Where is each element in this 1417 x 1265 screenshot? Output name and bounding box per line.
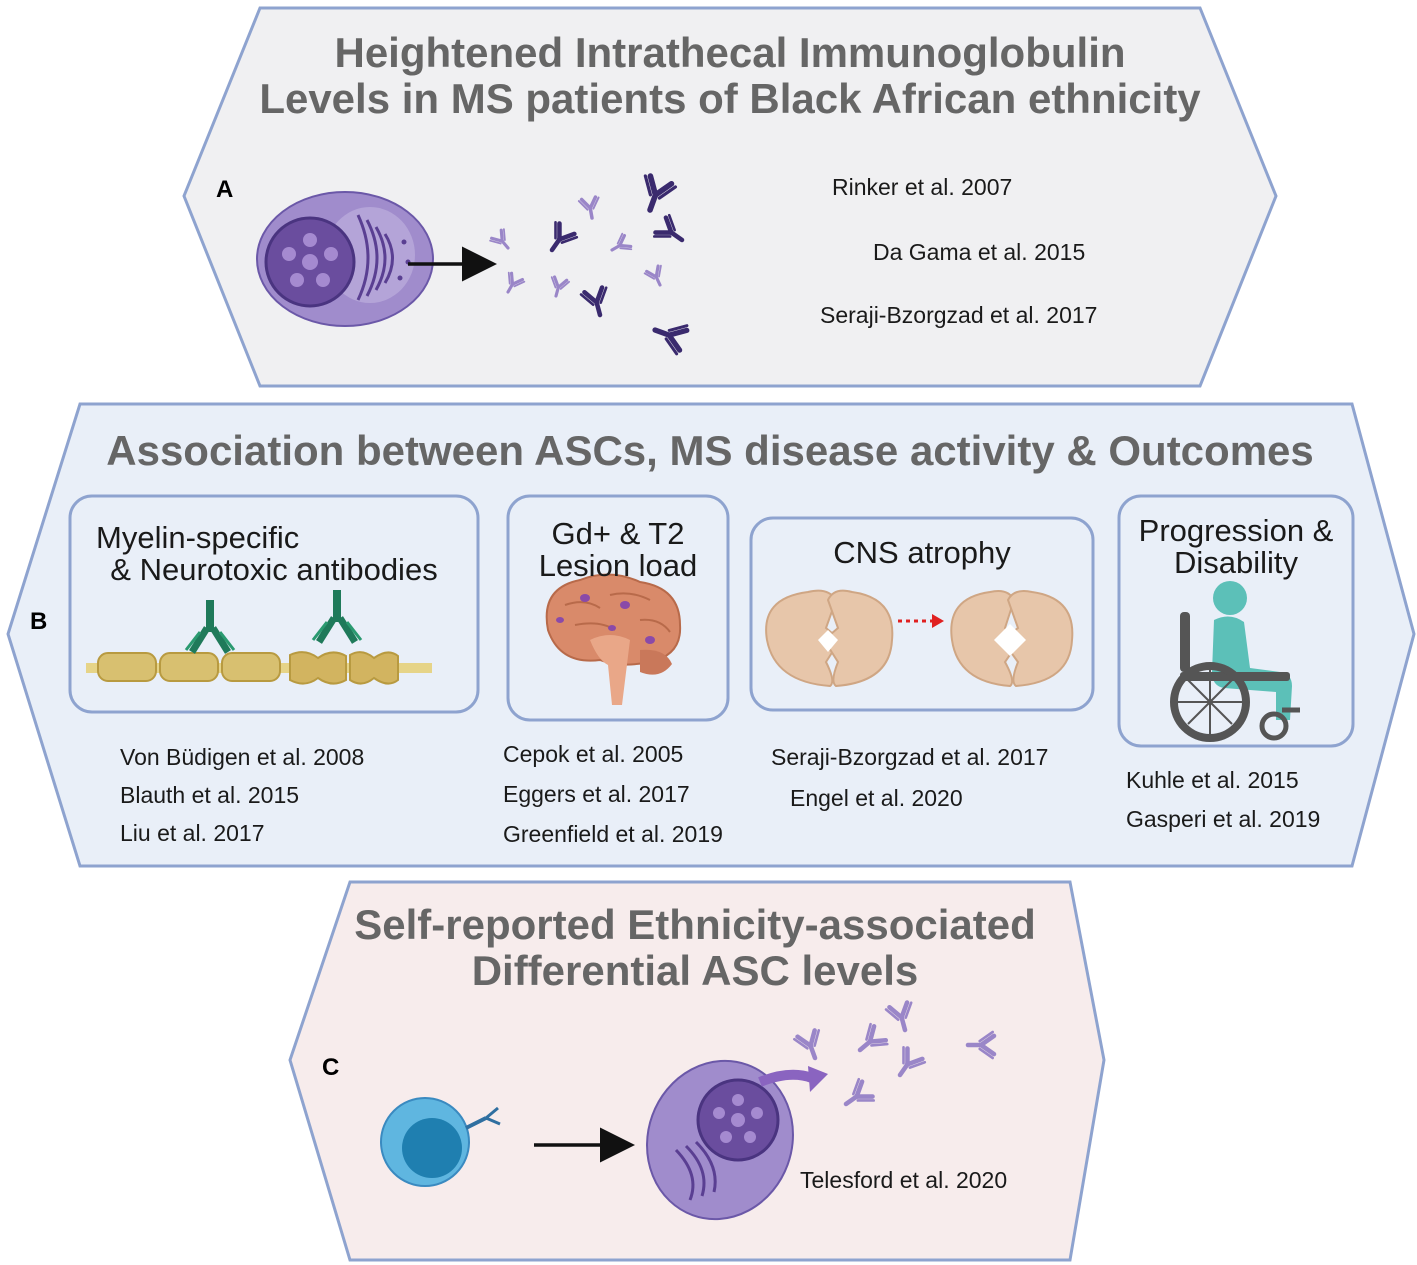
box-4-ref-1: Kuhle et al. 2015: [1126, 767, 1299, 793]
box-3-ref-2: Engel et al. 2020: [790, 785, 963, 811]
box-1-ref-1: Von Büdigen et al. 2008: [120, 744, 365, 770]
panel-a-title-line2: Levels in MS patients of Black African e…: [259, 75, 1201, 122]
box-4-title-line1: Progression &: [1138, 513, 1334, 548]
atrophy-arrow-head: [932, 614, 944, 628]
b-cell-illustration: [380, 1097, 501, 1187]
brain-sagittal-illustration: [545, 573, 682, 705]
box-2-ref-2: Eggers et al. 2017: [503, 781, 690, 807]
plasma-cell-c-illustration: [646, 1059, 828, 1221]
box-2-ref-1: Cepok et al. 2005: [503, 741, 684, 767]
box-cns-atrophy: [749, 516, 1095, 712]
plasma-cell-illustration: [256, 191, 434, 327]
box-4-title-line2: Disability: [1173, 545, 1299, 580]
box-2-title-line1: Gd+ & T2: [551, 516, 685, 551]
panel-a-ref-1: Rinker et al. 2007: [832, 174, 1013, 200]
box-3-title: CNS atrophy: [833, 535, 1011, 570]
panel-a-ref-2: Da Gama et al. 2015: [873, 239, 1086, 265]
myelin-sheath-illustration: [86, 590, 432, 685]
panel-a-ref-3: Seraji-Bzorgzad et al. 2017: [820, 302, 1098, 328]
brain-coronal-before: [765, 589, 894, 688]
panel-a-title-line1: Heightened Intrathecal Immunoglobulin: [334, 29, 1126, 76]
panel-c-label: C: [322, 1054, 340, 1081]
box-3-ref-1: Seraji-Bzorgzad et al. 2017: [771, 744, 1049, 770]
box-2-title-line2: Lesion load: [538, 548, 698, 583]
panel-c-title-line2: Differential ASC levels: [471, 947, 919, 994]
box-1-title-line2: & Neurotoxic antibodies: [110, 552, 438, 587]
panel-b-label: B: [30, 608, 48, 635]
brain-coronal-after: [950, 590, 1074, 688]
box-4-ref-2: Gasperi et al. 2019: [1126, 806, 1321, 832]
panel-b-title: Association between ASCs, MS disease act…: [106, 427, 1314, 474]
panel-c-title-line1: Self-reported Ethnicity-associated: [354, 901, 1036, 948]
panel-c-ref-1: Telesford et al. 2020: [800, 1167, 1008, 1193]
panel-a-background: [182, 6, 1278, 388]
panel-a-label: A: [216, 176, 234, 203]
wheelchair-illustration: [1170, 581, 1300, 742]
box-2-ref-3: Greenfield et al. 2019: [503, 821, 723, 847]
box-1-ref-2: Blauth et al. 2015: [120, 782, 300, 808]
box-1-title-line1: Myelin-specific: [96, 520, 300, 555]
box-1-ref-3: Liu et al. 2017: [120, 820, 265, 846]
